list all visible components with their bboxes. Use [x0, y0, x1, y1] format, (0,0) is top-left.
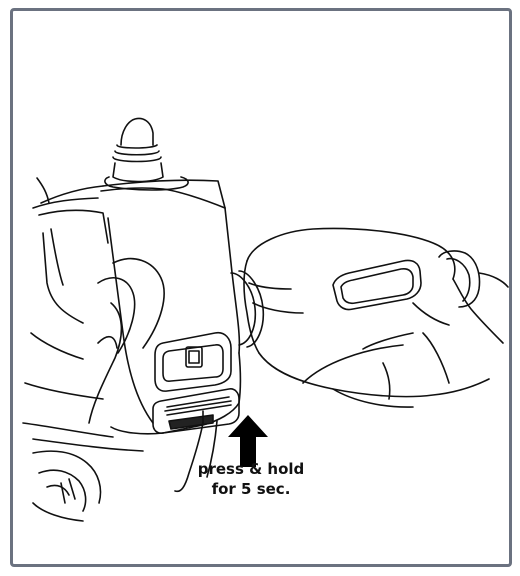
mirror-mount [105, 119, 188, 190]
caption-line-1: press & hold [191, 459, 311, 479]
reservoir [33, 451, 101, 521]
caption-line-2: for 5 sec. [191, 479, 311, 499]
upper-switch [155, 333, 231, 391]
press-hold-caption: press & hold for 5 sec. [191, 459, 311, 499]
switch-housing [101, 180, 241, 434]
illustration-frame: press & hold for 5 sec. [10, 8, 512, 567]
fairing-lines [23, 178, 143, 451]
gloved-hand [244, 229, 508, 408]
